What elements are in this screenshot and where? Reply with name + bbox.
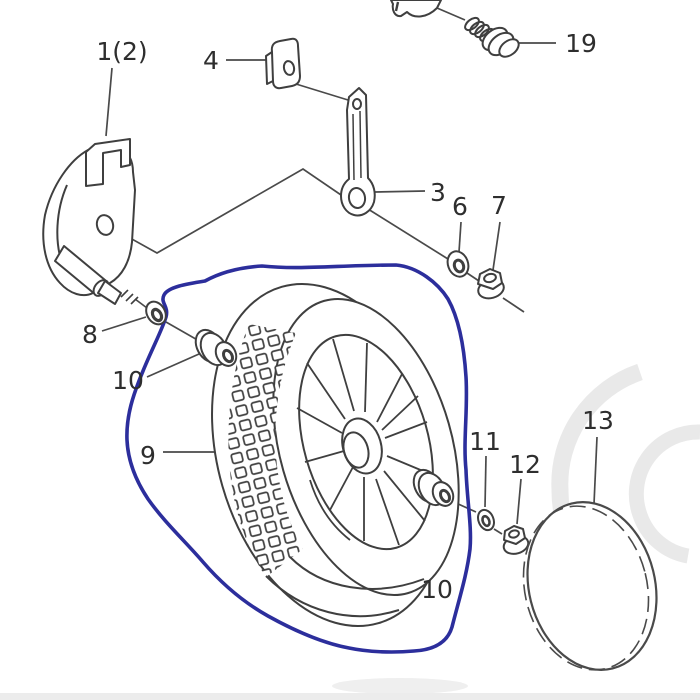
shroud-arc bbox=[309, 479, 351, 541]
leader-4-to-3 bbox=[295, 83, 349, 101]
leader-13 bbox=[593, 436, 598, 505]
leader-1 bbox=[105, 67, 113, 137]
washer-11-outer bbox=[477, 508, 495, 532]
strap-hole-bottom bbox=[347, 187, 367, 209]
leader-12 bbox=[516, 478, 522, 525]
rim-arc-bottom-2 bbox=[289, 556, 425, 590]
leader-3 bbox=[374, 190, 426, 193]
bottom-strip bbox=[0, 693, 700, 700]
housing-part-9 bbox=[211, 282, 460, 628]
bolt-part-19 bbox=[390, 0, 520, 58]
highlight-outline bbox=[125, 263, 473, 654]
nut-part-12 bbox=[502, 525, 530, 555]
housing-vent-band bbox=[228, 324, 303, 577]
part-label-19: 19 bbox=[565, 29, 597, 58]
clip-depth-edge bbox=[265, 51, 274, 85]
part-label-9: 9 bbox=[140, 441, 156, 470]
grommet-hole bbox=[438, 488, 452, 504]
watermark-shadow bbox=[332, 678, 468, 694]
rim-arc-bottom-1 bbox=[265, 575, 400, 618]
part-label-3: 3 bbox=[430, 178, 446, 207]
part-label-4: 4 bbox=[203, 46, 219, 75]
leader-11 bbox=[484, 455, 487, 508]
grommet-hole bbox=[221, 348, 235, 364]
clip-hole bbox=[282, 60, 296, 76]
strap-part-3 bbox=[340, 87, 376, 217]
strap-channel-a bbox=[352, 113, 355, 181]
leader-1-to-3 bbox=[111, 167, 345, 254]
bracket-part-1 bbox=[42, 138, 139, 305]
cover-outer bbox=[526, 501, 658, 671]
top-bracket-fragment bbox=[390, 0, 442, 18]
nut-part-7 bbox=[477, 268, 505, 300]
washer-6-hole bbox=[452, 258, 466, 274]
leader-6-to-7 bbox=[466, 272, 480, 282]
part-label-10-lower: 10 bbox=[421, 575, 453, 604]
leader-lines bbox=[101, 7, 598, 570]
fragment-hook bbox=[394, 1, 400, 12]
leader-11-to-12 bbox=[493, 528, 503, 535]
leader-top-part bbox=[436, 7, 466, 21]
cover-part-13 bbox=[522, 501, 658, 671]
part-label-7: 7 bbox=[491, 191, 507, 220]
bracket-clip bbox=[85, 138, 131, 187]
leader-8 bbox=[101, 316, 147, 332]
strap-channel-b bbox=[359, 110, 362, 179]
grommet-part-10-lower bbox=[412, 468, 455, 507]
clip-part-4 bbox=[265, 37, 301, 90]
nut-7-hex bbox=[477, 268, 503, 290]
part-label-11: 11 bbox=[469, 427, 501, 456]
part-label-13: 13 bbox=[582, 406, 614, 435]
grommet-part-10-upper bbox=[194, 328, 238, 367]
strap-body bbox=[340, 87, 376, 217]
washer-6-outer bbox=[446, 250, 470, 278]
part-label-12: 12 bbox=[509, 450, 541, 479]
pin-threads bbox=[120, 289, 139, 305]
leader-3-to-6 bbox=[367, 208, 449, 260]
leader-10-upper bbox=[146, 353, 200, 378]
leader-10-to-11 bbox=[455, 502, 477, 513]
leader-pin-axis bbox=[134, 298, 148, 309]
bracket-hole bbox=[95, 214, 115, 236]
part-label-8: 8 bbox=[82, 320, 98, 349]
part-label-6: 6 bbox=[452, 192, 468, 221]
leader-6 bbox=[458, 221, 462, 253]
nut-12-hex bbox=[503, 525, 526, 545]
leader-7-axis bbox=[502, 297, 525, 313]
part-label-10-upper: 10 bbox=[112, 366, 144, 395]
hub-bore bbox=[342, 431, 370, 469]
cover-rim bbox=[522, 505, 650, 671]
washer-11-hole bbox=[481, 514, 491, 528]
nut-7-top bbox=[483, 272, 497, 284]
leader-7 bbox=[492, 221, 501, 271]
part-labels: 1(2) 4 19 3 6 7 8 10 9 10 11 12 13 bbox=[82, 29, 614, 604]
washer-part-8 bbox=[145, 300, 167, 326]
strap-hole-top bbox=[352, 98, 362, 110]
washer-part-11 bbox=[477, 508, 495, 532]
bolt-head bbox=[498, 38, 520, 58]
pin-collar bbox=[97, 280, 122, 305]
washer-8-hole bbox=[150, 307, 164, 323]
washer-part-6 bbox=[446, 250, 470, 278]
part-label-1: 1(2) bbox=[96, 37, 147, 66]
nut-12-top bbox=[508, 529, 520, 539]
washer-8-outer bbox=[145, 300, 167, 326]
